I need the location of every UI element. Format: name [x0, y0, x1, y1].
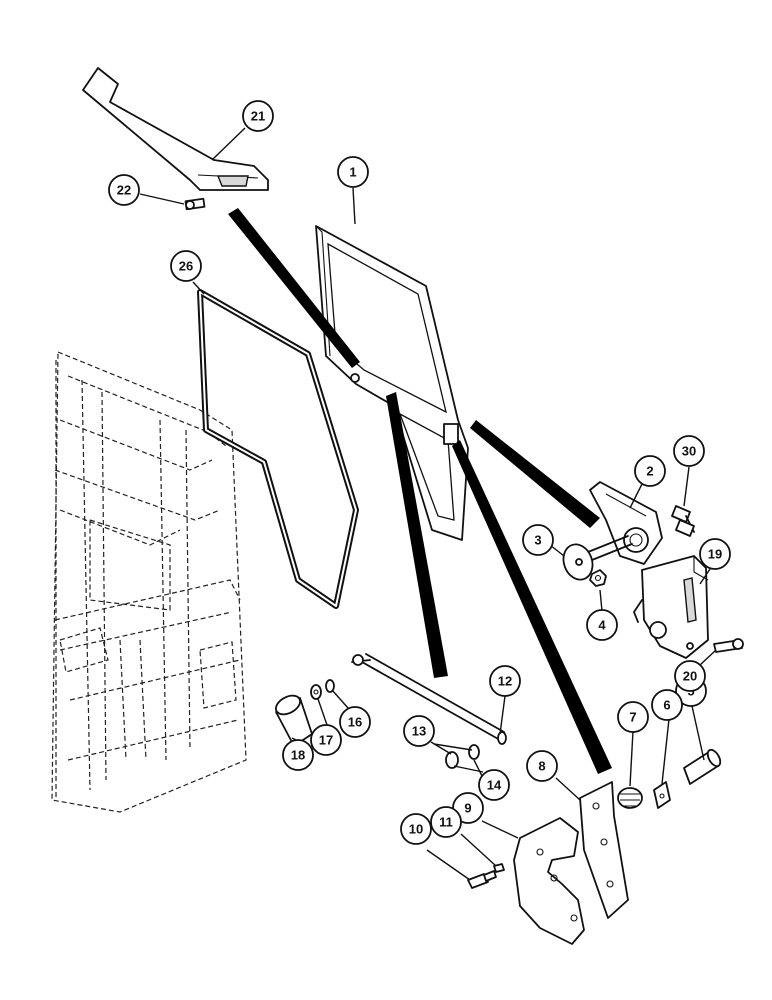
screw-20	[713, 638, 744, 653]
bushing-5	[683, 748, 722, 785]
callout-19: 19	[699, 538, 731, 570]
svg-text:3: 3	[534, 533, 541, 548]
svg-text:18: 18	[291, 748, 305, 763]
callout-20: 20	[674, 660, 706, 692]
svg-text:30: 30	[682, 444, 696, 459]
svg-text:7: 7	[629, 710, 636, 725]
callout-30: 30	[673, 435, 705, 467]
svg-text:10: 10	[409, 822, 423, 837]
callout-12: 12	[489, 665, 521, 697]
latch	[633, 555, 709, 659]
bracket-6	[653, 781, 671, 809]
callout-18: 18	[282, 739, 314, 771]
svg-text:8: 8	[538, 759, 545, 774]
nut-4	[589, 569, 607, 587]
callout-17: 17	[310, 724, 342, 756]
door-seal	[197, 289, 359, 609]
grab-handle	[82, 67, 269, 191]
callout-4: 4	[586, 609, 618, 641]
callout-22: 22	[108, 174, 140, 206]
svg-text:11: 11	[439, 815, 453, 830]
callout-21: 21	[242, 100, 274, 132]
callout-26: 26	[170, 250, 202, 282]
door-frame	[315, 225, 469, 541]
bolt-10	[467, 870, 497, 889]
svg-text:1: 1	[349, 165, 356, 180]
svg-text:14: 14	[487, 778, 502, 793]
callout-14: 14	[478, 769, 510, 801]
svg-text:21: 21	[251, 109, 265, 124]
spring-7	[617, 787, 643, 809]
callout-16: 16	[339, 706, 371, 738]
leader-lines	[139, 127, 717, 881]
svg-text:2: 2	[646, 464, 653, 479]
rod	[351, 653, 507, 745]
callout-2: 2	[634, 455, 666, 487]
svg-text:19: 19	[708, 547, 722, 562]
svg-text:26: 26	[179, 259, 193, 274]
svg-text:6: 6	[663, 698, 670, 713]
callout-13: 13	[403, 715, 435, 747]
svg-text:13: 13	[412, 724, 426, 739]
keys	[671, 505, 695, 537]
svg-text:4: 4	[598, 618, 606, 633]
callout-11: 11	[430, 806, 462, 838]
callout-8: 8	[526, 750, 558, 782]
svg-text:12: 12	[498, 674, 512, 689]
washer-plate	[562, 543, 594, 581]
svg-text:20: 20	[683, 669, 697, 684]
bolt-22	[184, 197, 206, 211]
svg-text:17: 17	[319, 733, 333, 748]
callout-3: 3	[522, 524, 554, 556]
callout-1: 1	[337, 156, 369, 188]
cab-frame	[51, 351, 247, 813]
callout-6: 6	[651, 689, 683, 721]
callout-10: 10	[400, 813, 432, 845]
callout-7: 7	[617, 701, 649, 733]
explode-bars	[228, 208, 612, 774]
svg-text:9: 9	[464, 801, 471, 816]
plate-8	[579, 781, 629, 919]
nut-11	[493, 863, 505, 873]
plate-9	[513, 817, 585, 945]
svg-text:16: 16	[348, 715, 362, 730]
svg-text:22: 22	[117, 183, 131, 198]
washers-13-14	[445, 744, 480, 769]
